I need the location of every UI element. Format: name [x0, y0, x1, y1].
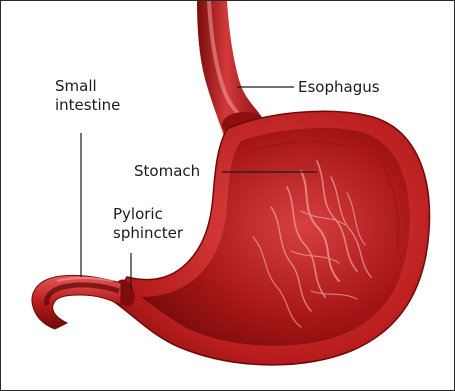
label-small-intestine: Small intestine [55, 77, 120, 115]
label-stomach: Stomach [134, 162, 200, 181]
label-esophagus: Esophagus [298, 78, 380, 97]
label-pyloric-sphincter: Pyloric sphincter [113, 205, 183, 243]
